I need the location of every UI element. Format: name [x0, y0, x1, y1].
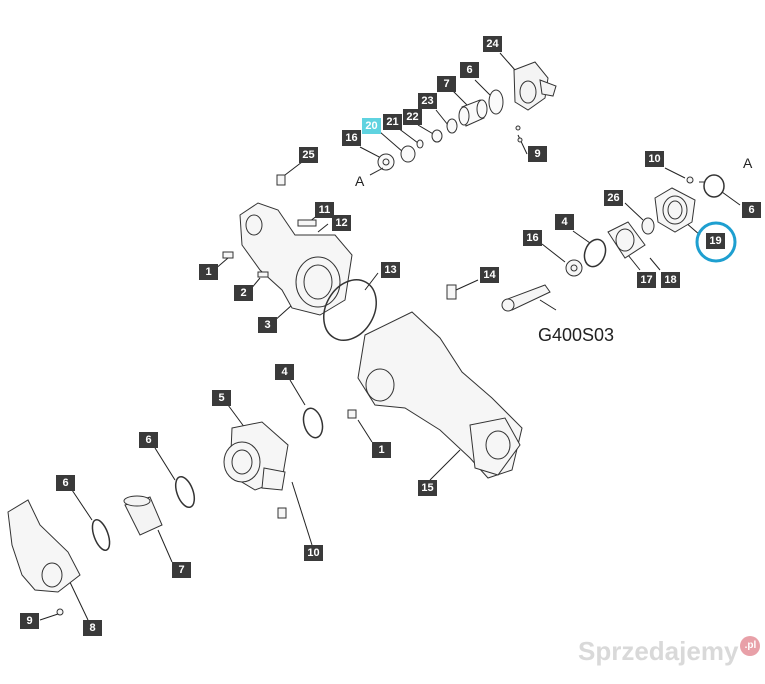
part-callout-20: 20 [362, 118, 381, 134]
part-callout-7: 7 [172, 562, 191, 578]
part-callout-1: 1 [372, 442, 391, 458]
part-callout-6: 6 [139, 432, 158, 448]
part-callout-4: 4 [555, 214, 574, 230]
part-callout-16: 16 [523, 230, 542, 246]
part-callout-7: 7 [437, 76, 456, 92]
watermark-text: Sprzedajemy [578, 636, 739, 666]
part-callout-8: 8 [83, 620, 102, 636]
part-callout-23: 23 [418, 93, 437, 109]
watermark: Sprzedajemy.pl [578, 636, 761, 667]
ref-letter-a-left: A [355, 173, 365, 189]
part-callout-26: 26 [604, 190, 623, 206]
part-callout-5: 5 [212, 390, 231, 406]
diagram-code: G400S03 [538, 325, 615, 345]
part-callout-13: 13 [381, 262, 400, 278]
part-callout-19: 19 [706, 233, 725, 249]
part-callout-21: 21 [383, 114, 402, 130]
part-callout-10: 10 [645, 151, 664, 167]
part-callout-17: 17 [637, 272, 656, 288]
part-callout-9: 9 [528, 146, 547, 162]
part-callout-25: 25 [299, 147, 318, 163]
part-callout-1: 1 [199, 264, 218, 280]
part-callout-22: 22 [403, 109, 422, 125]
highlight-circle [695, 221, 737, 263]
part-callout-9: 9 [20, 613, 39, 629]
part-callout-6: 6 [460, 62, 479, 78]
part-callout-12: 12 [332, 215, 351, 231]
watermark-badge: .pl [740, 636, 761, 656]
part-callout-10: 10 [304, 545, 323, 561]
part-callout-24: 24 [483, 36, 502, 52]
part-callout-4: 4 [275, 364, 294, 380]
part-callout-2: 2 [234, 285, 253, 301]
part-callout-3: 3 [258, 317, 277, 333]
part-callout-18: 18 [661, 272, 680, 288]
part-callout-6: 6 [56, 475, 75, 491]
part-callout-15: 15 [418, 480, 437, 496]
part-callout-6: 6 [742, 202, 761, 218]
ref-letter-a-right: A [743, 155, 753, 171]
part-callout-14: 14 [480, 267, 499, 283]
part-callout-11: 11 [315, 202, 334, 218]
part-callout-16: 16 [342, 130, 361, 146]
